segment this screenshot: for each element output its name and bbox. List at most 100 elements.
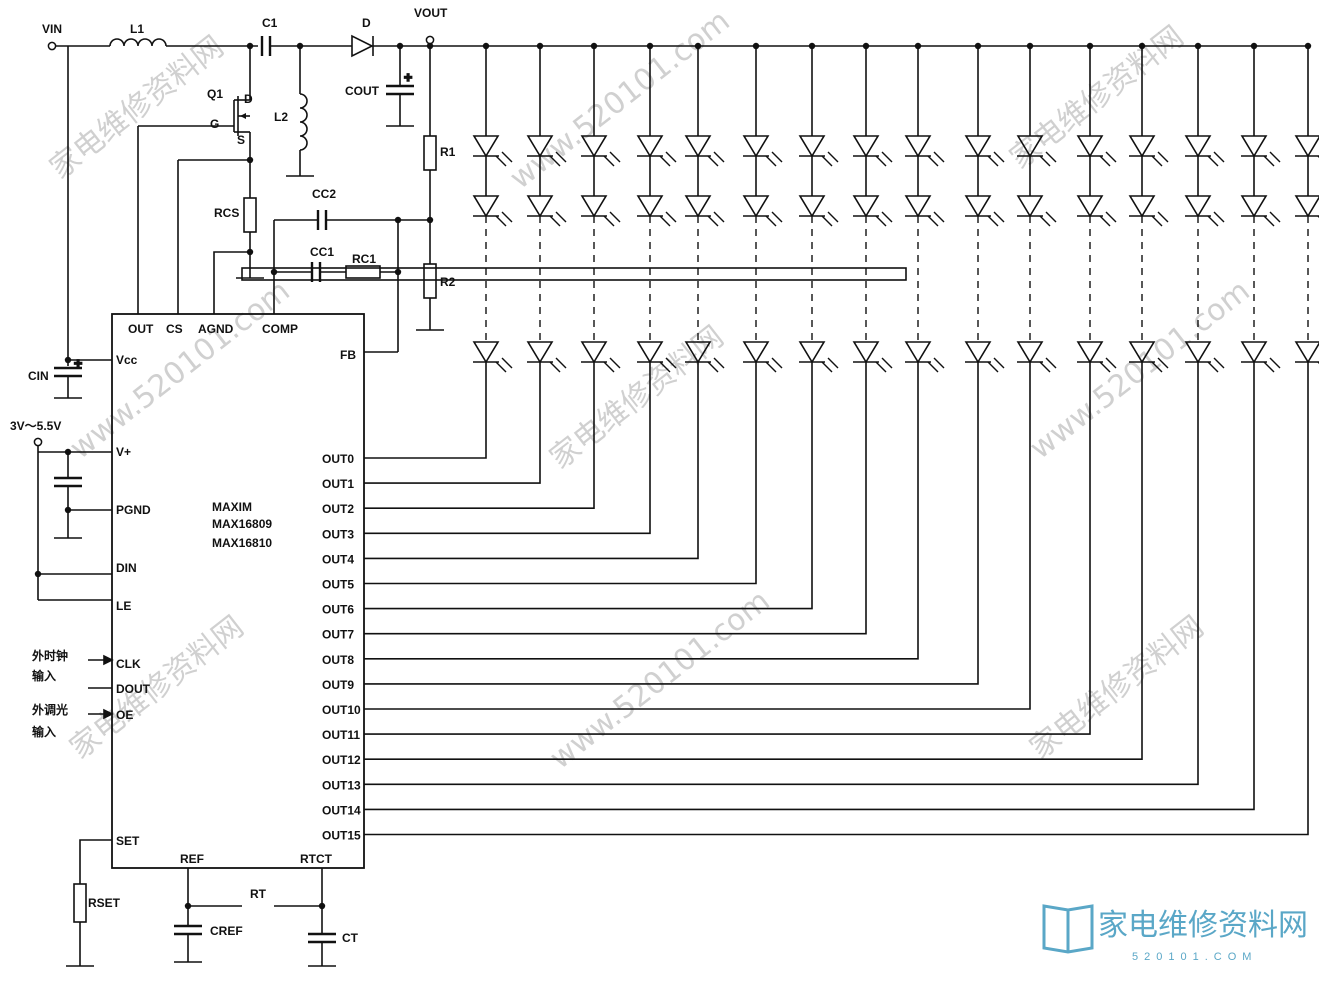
pin-out14: OUT14 [322,803,361,817]
light-arrow [1099,155,1111,167]
light-arrow [827,357,839,369]
light-arrow [603,215,615,227]
led [1294,135,1319,158]
site-logo: 家电维修资料网 520101.COM [1042,904,1308,963]
light-arrow [827,211,839,223]
light-arrow [881,151,893,163]
led [526,341,567,373]
light-arrow [993,151,1005,163]
light-arrow [707,361,719,373]
led-triangle [636,341,664,364]
led [852,341,893,373]
wire [79,839,112,884]
label-q1-d: D [244,92,253,106]
led-triangle [1184,195,1212,218]
label-ct: CT [342,931,359,945]
light-arrow [1263,155,1275,167]
light-arrow [1039,155,1051,167]
light-arrow [821,361,833,373]
led-triangle [852,341,880,364]
light-arrow [821,215,833,227]
light-arrow [501,211,513,223]
pin-ref: REF [180,852,204,866]
led-triangle [1016,195,1044,218]
pin-out2: OUT2 [322,502,354,516]
light-arrow [1151,155,1163,167]
led [964,135,1005,167]
light-arrow [495,361,507,373]
pin-out3: OUT3 [322,527,354,541]
terminal [47,41,57,51]
led [742,195,783,227]
led-triangle [1076,135,1104,158]
pin-out6: OUT6 [322,603,354,617]
label-l1: L1 [130,22,144,36]
light-arrow [713,357,725,369]
light-arrow [1269,211,1281,223]
led [684,195,725,227]
chip-part-2: MAX16810 [212,536,272,550]
led-triangle [964,341,992,364]
pin-out: OUT [128,322,154,336]
led-triangle [1016,135,1044,158]
light-arrow [603,361,615,373]
led [1076,195,1117,227]
arrow [103,654,114,666]
led-triangle [1128,195,1156,218]
led [798,195,839,227]
light-arrow [875,155,887,167]
led [636,135,677,167]
label-q1: Q1 [207,87,223,101]
light-arrow [1207,215,1219,227]
light-arrow [707,155,719,167]
led-triangle [1184,135,1212,158]
light-arrow [665,357,677,369]
label-rcs: RCS [214,206,239,220]
watermark: www.520101.com [63,273,296,466]
wire [213,251,250,314]
light-arrow [549,155,561,167]
led-triangle [1294,341,1319,364]
pin-out5: OUT5 [322,578,354,592]
polarity-plus: + [404,69,412,85]
led [798,341,839,373]
led-triangle [472,195,500,218]
resistor-rcs [243,197,257,233]
label-vout: VOUT [414,6,448,20]
led-triangle [742,195,770,218]
label-cc1: CC1 [310,245,334,259]
label-rc1: RC1 [352,252,376,266]
led [1240,135,1281,167]
pin-vplus: V+ [116,445,131,459]
light-arrow [1151,361,1163,373]
led-triangle [684,195,712,218]
light-arrow [875,215,887,227]
led [1294,341,1319,364]
light-arrow [609,151,621,163]
led-triangle [904,135,932,158]
watermark: 家电维修资料网 [543,319,730,476]
led-triangle [636,135,664,158]
light-arrow [659,155,671,167]
pin-vcc: Vcc [116,353,138,367]
pin-fb: FB [340,348,356,362]
led-triangle [798,195,826,218]
book-icon [1042,904,1094,954]
ext-dim-label-1: 外调光 [32,702,68,717]
led-triangle [1076,195,1104,218]
pin-set: SET [116,834,140,848]
light-arrow [1045,357,1057,369]
watermark: 家电维修资料网 [1023,609,1210,766]
light-arrow [1269,151,1281,163]
light-arrow [987,155,999,167]
led [904,135,945,167]
led [1184,135,1225,167]
polarity-plus: + [74,355,82,371]
light-arrow [549,215,561,227]
led-triangle [904,195,932,218]
label-cref: CREF [210,924,243,938]
pin-out10: OUT10 [322,703,361,717]
led [580,195,621,227]
led [1128,195,1169,227]
light-arrow [771,357,783,369]
